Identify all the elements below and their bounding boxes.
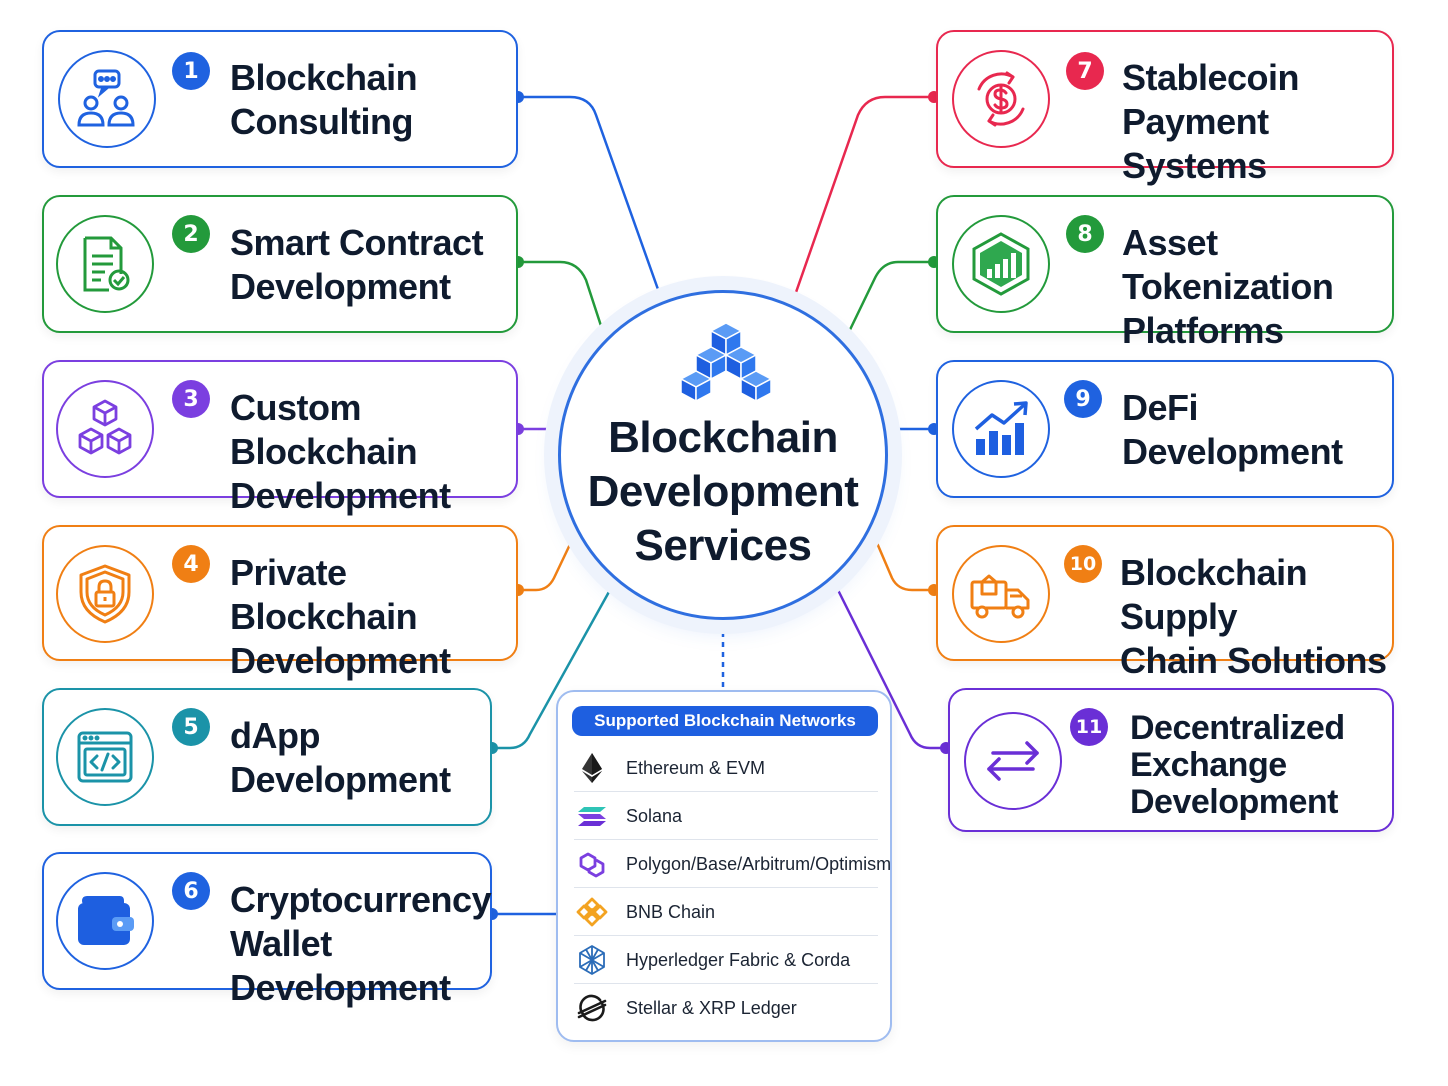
network-row: Stellar & XRP Ledger [574,984,878,1032]
network-row: Solana [574,792,878,840]
service-title: Custom Blockchain Development [230,387,451,516]
icon-circle [56,215,154,313]
icon-circle [56,708,154,806]
icon-circle [952,50,1050,148]
network-label: BNB Chain [626,902,716,922]
icon-circle [964,712,1062,810]
connector-4 [518,535,576,592]
service-title: dApp Development [230,715,451,800]
service-card-8[interactable]: 8 Asset Tokenization Platforms [936,195,1394,351]
supported-networks-panel: Supported Blockchain Networks Ethereum &… [556,690,892,1042]
code-window-icon [77,731,133,783]
network-row: BNB Chain [574,888,878,936]
service-title: Blockchain Supply Chain Solutions [1120,552,1387,681]
stellar-icon [577,994,607,1022]
growth-chart-icon [974,401,1028,455]
connector-11 [836,589,946,750]
icon-circle [952,380,1050,478]
network-label: Polygon/Base/Arbitrum/Optimism [626,854,892,874]
icon-circle [56,872,154,970]
contract-document-check-icon [83,236,130,292]
solana-icon [578,807,606,826]
service-title: Cryptocurrency Wallet Development [230,879,492,1008]
ethereum-icon [582,753,602,783]
network-label: Stellar & XRP Ledger [626,998,797,1018]
number-badge: 4 [172,545,210,583]
service-card-4[interactable]: 4 Private Blockchain Development [42,525,518,681]
number-badge: 1 [172,52,210,90]
service-title: Asset Tokenization Platforms [1122,222,1334,351]
shield-lock-icon [79,564,131,624]
connector-1 [518,95,662,296]
bnb-icon [576,897,608,927]
service-title: Smart Contract Development [230,222,484,307]
number-badge: 8 [1066,215,1104,253]
service-card-6[interactable]: 6 Cryptocurrency Wallet Development [42,852,492,1008]
connector-8 [844,260,934,339]
icon-circle [952,545,1050,643]
service-card-1[interactable]: 1 Blockchain Consulting [42,30,518,168]
consulting-people-chat-icon [77,69,135,127]
service-card-3[interactable]: 3 Custom Blockchain Development [42,360,518,516]
service-title: Stablecoin Payment Systems [1122,57,1300,186]
icon-circle [952,215,1050,313]
delivery-truck-icon [970,574,1030,619]
blockchain-cubes-icon [681,322,771,401]
service-title: Private Blockchain Development [230,552,451,681]
network-row: Hyperledger Fabric & Corda [574,936,878,984]
icon-circle [56,380,154,478]
connector-7 [792,95,934,299]
central-hub: Blockchain Development Services [558,290,888,620]
hyperledger-icon [579,945,605,975]
service-card-5[interactable]: 5 dApp Development [42,688,492,826]
network-label: Hyperledger Fabric & Corda [626,950,851,970]
number-badge: 9 [1064,380,1102,418]
exchange-arrows-icon [987,741,1039,781]
service-card-7[interactable]: 7 Stablecoin Payment Systems [936,30,1394,186]
service-card-2[interactable]: 2 Smart Contract Development [42,195,518,333]
connector-5 [492,589,612,750]
number-badge: 2 [172,215,210,253]
service-card-10[interactable]: 10 Blockchain Supply Chain Solutions [936,525,1394,681]
network-label: Ethereum & EVM [626,758,766,778]
number-badge: 3 [172,380,210,418]
service-title: Decentralized Exchange Development [1130,709,1345,821]
wallet-icon [78,896,134,945]
number-badge: 5 [172,708,210,746]
connector-10 [872,535,934,592]
number-badge: 11 [1070,708,1108,746]
networks-header: Supported Blockchain Networks [572,706,878,736]
service-title: DeFi Development [1122,387,1343,472]
cubes-icon [78,399,132,455]
network-row: Ethereum & EVM [574,744,878,792]
network-label: Solana [626,806,683,826]
number-badge: 6 [172,872,210,910]
number-badge: 7 [1066,52,1104,90]
service-card-9[interactable]: 9 DeFi Development [936,360,1394,498]
hub-title: Blockchain Development Services [587,413,859,570]
hexagon-bar-chart-icon [972,232,1030,296]
number-badge: 10 [1064,545,1102,583]
network-row: Polygon/Base/Arbitrum/Optimism [574,840,891,888]
service-title: Blockchain Consulting [230,57,418,142]
icon-circle [56,545,154,643]
dollar-cycle-icon [977,71,1025,127]
icon-circle [58,50,156,148]
service-card-11[interactable]: 11 Decentralized Exchange Development [948,688,1394,832]
connector-2 [518,260,606,336]
polygon-icon [579,852,605,878]
